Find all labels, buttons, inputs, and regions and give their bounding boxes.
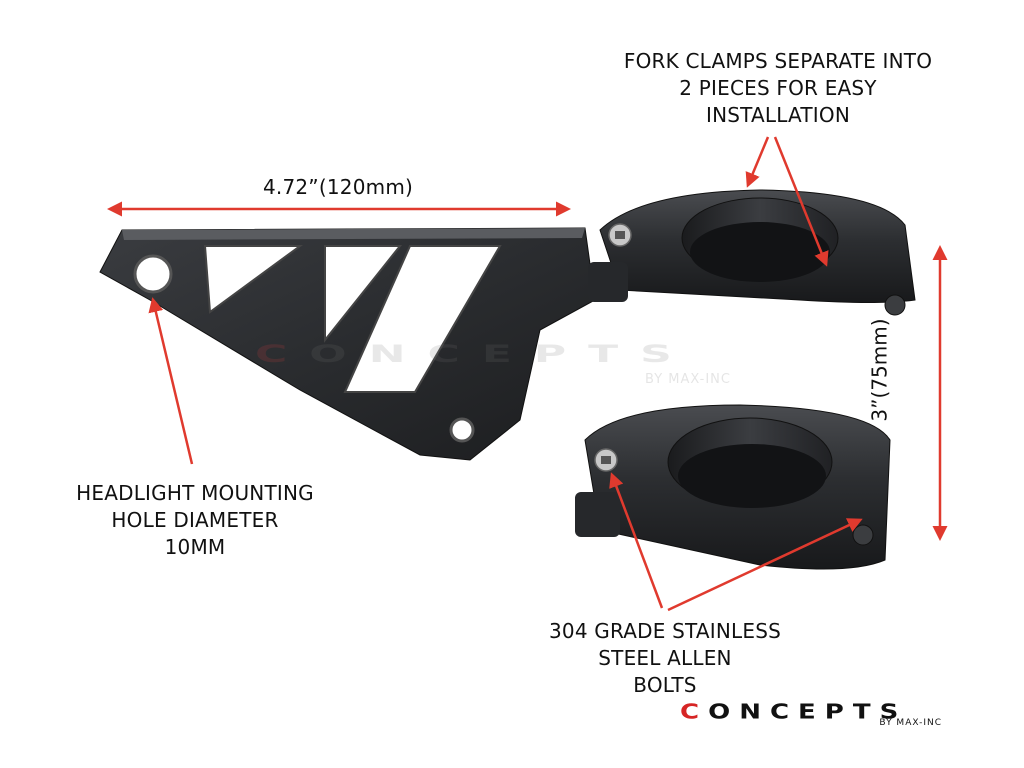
lower-fork-clamp [575,404,891,570]
upper-fork-clamp [588,189,916,316]
mounting-hole-label: HEADLIGHT MOUNTING HOLE DIAMETER 10MM [76,481,314,559]
bolts-label: 304 GRADE STAINLESS STEEL ALLEN BOLTS [548,619,782,697]
callout-arrows [107,136,948,612]
length-dimension-label: 4.72”(120mm) [262,175,414,199]
brand-logo: CONCEPTS BY MAX-INC [680,700,980,732]
logo-text: CONCEPTS [680,700,908,724]
fork-clamp-arrow-2 [773,136,829,267]
fork-clamp-arrow-1 [745,136,770,188]
height-dimension-label: 3”(75mm) [867,318,892,422]
mounting-hole [133,254,173,294]
lower-hole [449,417,475,443]
watermark: CONCEPTS BY MAX-INC [255,340,815,400]
watermark-logo-text: CONCEPTS [255,340,694,369]
fork-clamps-label: FORK CLAMPS SEPARATE INTO 2 PIECES FOR E… [623,49,933,127]
watermark-subtitle: BY MAX-INC [645,372,731,387]
bolt-arrow-1 [609,472,664,609]
logo-subtitle: BY MAX-INC [879,718,942,728]
bolt-arrow-2 [667,518,863,612]
mounting-hole-arrow [148,297,194,465]
bracket-plate [99,227,596,461]
